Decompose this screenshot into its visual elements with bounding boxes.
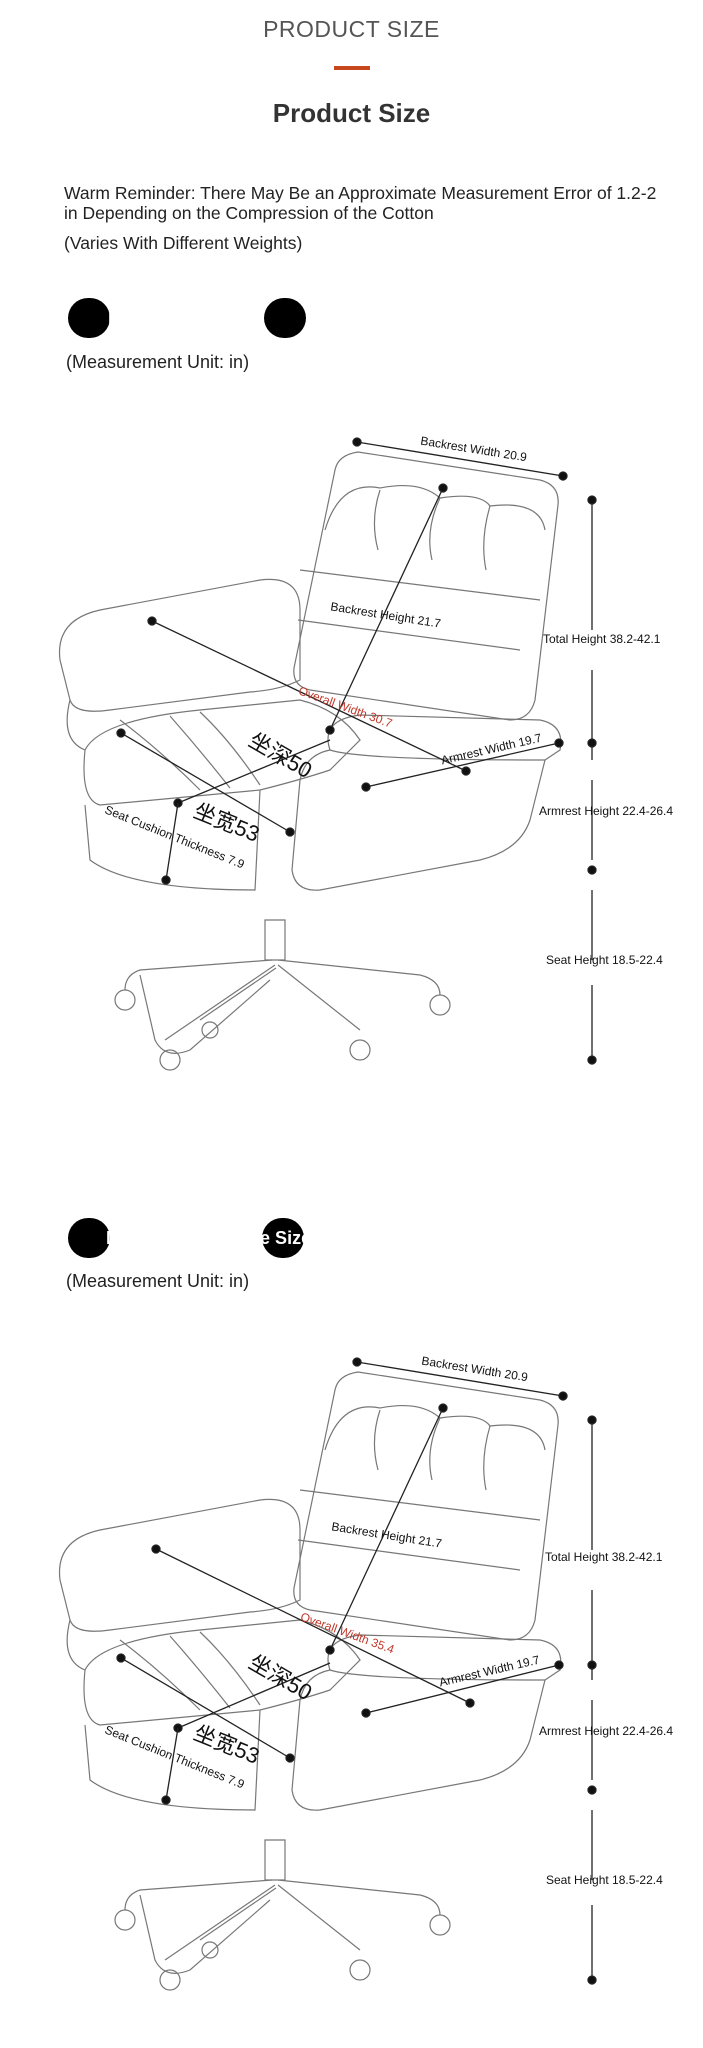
chair-outline [58, 451, 562, 1071]
measurement-reminder: Warm Reminder: There May Be an Approxima… [64, 183, 657, 223]
armrest-height-label: Armrest Height 22.4-26.4 [539, 804, 674, 818]
seat-height-label: Seat Height 18.5-22.4 [546, 1873, 663, 1887]
dimension-lines [116, 437, 597, 1065]
measurement-unit: (Measurement Unit: in) [66, 352, 250, 372]
measurement-unit: (Measurement Unit: in) [66, 1271, 250, 1291]
total-height-label: Total Height 38.2-42.1 [545, 1550, 663, 1564]
badge-cap-left [68, 298, 110, 338]
seat-height-label: Seat Height 18.5-22.4 [546, 953, 663, 967]
chair-diagram [58, 437, 597, 1071]
size-badge: Master Large Size [68, 298, 306, 338]
page-title: Product Size [272, 98, 431, 128]
chair-outline [58, 1371, 562, 1991]
dimension-lines [116, 1357, 597, 1985]
reminder-note: (Varies With Different Weights) [64, 233, 303, 253]
section-label: PRODUCT SIZE [263, 16, 440, 42]
badge-cap-right [264, 298, 306, 338]
badge-cap-left [68, 1218, 110, 1258]
size-name: Luxury Extra Large Size [106, 1228, 312, 1248]
badge-cap-right [262, 1218, 304, 1258]
armrest-height-label: Armrest Height 22.4-26.4 [539, 1724, 674, 1738]
size-badge: Luxury Extra Large Size [68, 1218, 311, 1258]
size-name: Master Large Size [108, 308, 262, 328]
accent-divider [334, 66, 370, 70]
total-height-label: Total Height 38.2-42.1 [543, 632, 661, 646]
chair-diagram [58, 1357, 597, 1991]
